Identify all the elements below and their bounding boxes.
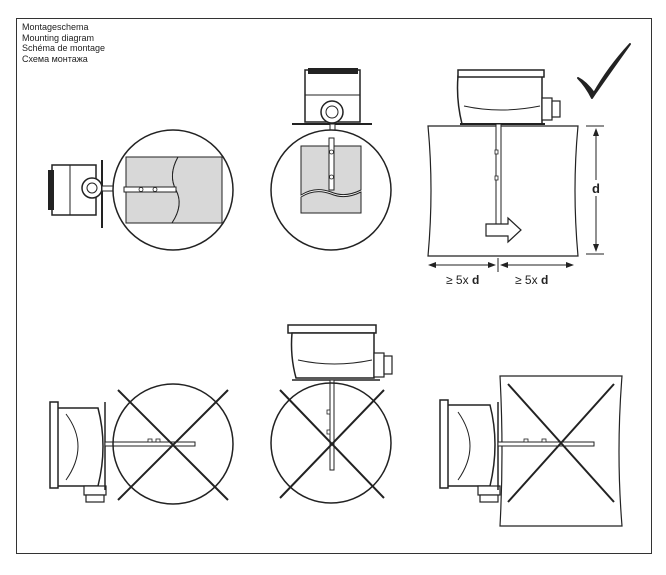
incorrect-side-mount-down [49, 383, 234, 505]
probe [329, 379, 335, 471]
checkmark-icon [577, 43, 631, 99]
title-french: Schéma de montage [22, 43, 106, 53]
device-housing [456, 75, 543, 125]
device-housing [290, 332, 375, 379]
cable-gland [373, 352, 385, 378]
detail-circle [112, 383, 234, 505]
cable-gland [541, 97, 553, 121]
diagram-frame [16, 18, 652, 554]
device-lid-edge [48, 170, 54, 210]
incorrect-top-mount [270, 324, 393, 504]
upstream-distance-label: ≥ 5x d [446, 273, 479, 287]
detail-circle [270, 382, 392, 504]
correct-duct-installation: d ≥ 5x d ≥ 5x d [427, 43, 631, 287]
downstream-distance-label: ≥ 5x d [515, 273, 548, 287]
duct [499, 375, 623, 527]
title-russian: Схема монтажа [22, 53, 88, 64]
probe [497, 441, 595, 447]
duct [427, 125, 579, 257]
title-dutch: Montageschema [22, 22, 89, 32]
cable-gland [477, 485, 501, 496]
diagram-titles: Montageschema Mounting diagram Schéma de… [22, 22, 105, 64]
correct-side-mount [48, 129, 234, 251]
cable-gland [83, 485, 107, 496]
duct-diameter-label: d [592, 181, 600, 196]
flow-direction-arrow [485, 216, 522, 244]
title-english: Mounting diagram [22, 32, 95, 43]
probe [104, 441, 196, 447]
correct-top-mount [270, 68, 392, 251]
incorrect-duct-side-mount [439, 375, 623, 527]
